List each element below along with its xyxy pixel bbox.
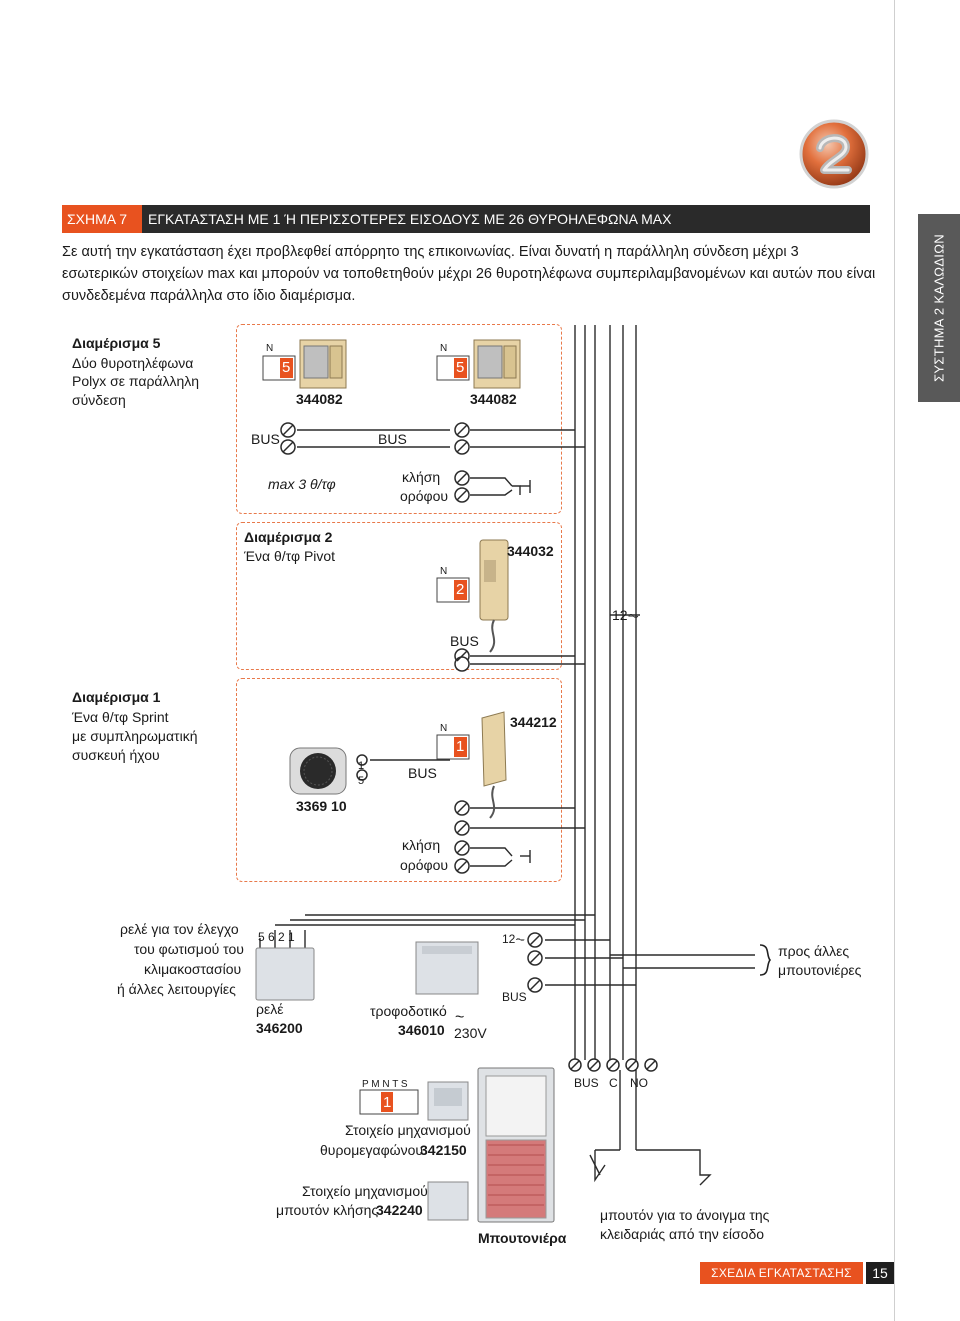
apt1-dip-num: 1 [456, 738, 465, 755]
apt5-floor-call-2: ορόφου [400, 488, 449, 504]
polyx-device-1 [299, 339, 347, 389]
apt5-floor-call-1: κλήση [402, 469, 441, 485]
apt2-dip-n: N [440, 566, 448, 577]
psu-out-bus: BUS [502, 990, 527, 1004]
footer-section: ΣΧΕΔΙΑ ΕΓΚΑΤΑΣΤΑΣΗΣ [700, 1262, 863, 1284]
apt5-max-note: max 3 θ/τφ [268, 476, 336, 492]
apt1-line-2: με συμπληρωματική [72, 728, 198, 744]
apt5-dip-n-a: N [266, 343, 274, 354]
button-module-code: 342240 [376, 1202, 423, 1218]
panel-terminal-c: C [609, 1076, 618, 1090]
apt5-line-1: Δύο θυροτηλέφωνα [72, 355, 194, 371]
page-number: 15 [866, 1262, 894, 1284]
apt5-code-1: 344082 [296, 391, 343, 407]
apt5-line-3: σύνδεση [72, 392, 126, 408]
top-rule [894, 0, 895, 1321]
figure-tag: ΣΧΗΜΑ 7 [67, 211, 128, 227]
relay-desc-4: ή άλλες λειτουργίες [117, 981, 236, 997]
pmnts-label: P M N T S [362, 1079, 408, 1090]
pmnts-num: 1 [383, 1094, 392, 1111]
apt1-line-3: συσκευή ήχου [72, 747, 160, 763]
apt2-bus: BUS [450, 633, 479, 649]
panel-terminal-bus: BUS [574, 1076, 599, 1090]
title-bar [62, 205, 870, 233]
speaker-module-code: 342150 [420, 1142, 467, 1158]
apt5-dashed-box [236, 324, 562, 514]
apt2-code: 344032 [507, 543, 554, 559]
apt1-dashed-box [236, 678, 562, 882]
speaker-unit [289, 747, 347, 795]
relay-terminals: 5 6 2 1 [258, 930, 295, 944]
entrance-panel [477, 1067, 555, 1223]
dip-switch-apt1 [436, 734, 470, 760]
relay-label: ρελέ [256, 1001, 284, 1017]
psu-label: τροφοδοτικό [370, 1003, 447, 1019]
apt1-terminal-1: 1 [358, 760, 365, 772]
psu-out-12: 12⏦ [502, 932, 526, 946]
relay-desc-3: κλιμακοστασίου [144, 961, 242, 977]
speaker-module [427, 1081, 469, 1121]
panel-terminal-no: NO [630, 1076, 648, 1090]
lock-button-2: κλειδαριάς από την είσοδο [600, 1226, 765, 1242]
apt1-dip-n: N [440, 723, 448, 734]
apt1-bus: BUS [408, 765, 437, 781]
sprint-handset [481, 711, 507, 819]
dip-switch-apt5-b [436, 355, 470, 381]
apt1-floor-call-1: κλήση [402, 837, 441, 853]
apt1-line-1: Ένα θ/τφ Sprint [72, 709, 169, 725]
intro-line-3: συνδεδεμένα παράλληλα στο ίδιο διαμέρισμ… [62, 288, 356, 304]
psu-tilde: ~ [455, 1009, 465, 1026]
page-title: ΕΓΚΑΤΑΣΤΑΣΗ ΜΕ 1 Ή ΠΕΡΙΣΣΟΤΕΡΕΣ ΕΙΣΟΔΟΥΣ… [148, 211, 672, 227]
intro-line-2: εσωτερικών στοιχείων max και μπορούν να … [62, 266, 876, 282]
relay-code: 346200 [256, 1020, 303, 1036]
pivot-handset [479, 539, 509, 653]
speaker-code: 3369 10 [296, 798, 347, 814]
relay-desc-1: ρελέ για τον έλεγχο [120, 921, 239, 937]
apt5-line-2: Polyx σε παράλληλη [72, 373, 200, 389]
apt5-bus-2: BUS [378, 431, 407, 447]
psu-device [415, 941, 479, 995]
pmnts-block [359, 1089, 419, 1115]
psu-mains: 230V [454, 1025, 487, 1041]
apt5-dip-num-b: 5 [456, 359, 465, 376]
intro-line-1: Σε αυτή την εγκατάσταση έχει προβλεφθεί … [62, 244, 799, 260]
apt1-title: Διαμέρισμα 1 [72, 689, 161, 705]
side-tab: ΣΥΣΤΗΜΑ 2 ΚΑΛΩΔΙΩΝ [918, 214, 960, 402]
apt5-title: Διαμέρισμα 5 [72, 335, 161, 351]
apt1-floor-call-2: ορόφου [400, 857, 449, 873]
button-module-label-2: μπουτόν κλήσης [276, 1202, 379, 1218]
polyx-device-2 [473, 339, 521, 389]
apt1-code: 344212 [510, 714, 557, 730]
apt2-dashed-box [236, 522, 562, 670]
figure-tag-bg [62, 205, 142, 233]
apt5-code-2: 344082 [470, 391, 517, 407]
relay-desc-2: του φωτισμού του [134, 941, 244, 957]
apt2-dip-num: 2 [456, 581, 465, 598]
speaker-module-label-2: θυρομεγαφώνου [320, 1142, 424, 1158]
brace-note-2: μπουτονιέρες [778, 962, 862, 978]
dip-switch-apt2 [436, 577, 470, 603]
button-module [427, 1181, 469, 1221]
apt2-title: Διαμέρισμα 2 [244, 529, 333, 545]
button-module-label-1: Στοιχείο μηχανισμού [302, 1183, 428, 1199]
apt5-dip-n-b: N [440, 343, 448, 354]
lock-button-1: μπουτόν για το άνοιγμα της [600, 1207, 770, 1223]
apt2-subtitle: Ένα θ/τφ Pivot [244, 548, 336, 564]
apt5-dip-num-a: 5 [282, 359, 291, 376]
system-2-logo [799, 119, 869, 189]
relay-device [255, 947, 315, 1001]
brace-note-1: προς άλλες [778, 943, 850, 959]
dip-switch-apt5-a [262, 355, 296, 381]
apt5-bus-1: BUS [251, 431, 280, 447]
apt2-voltage: 12⏦ [612, 607, 640, 623]
panel-label: Μπουτονιέρα [478, 1230, 567, 1246]
psu-code: 346010 [398, 1022, 445, 1038]
apt1-terminal-5: 5 [358, 775, 365, 787]
speaker-module-label-1: Στοιχείο μηχανισμού [345, 1122, 471, 1138]
